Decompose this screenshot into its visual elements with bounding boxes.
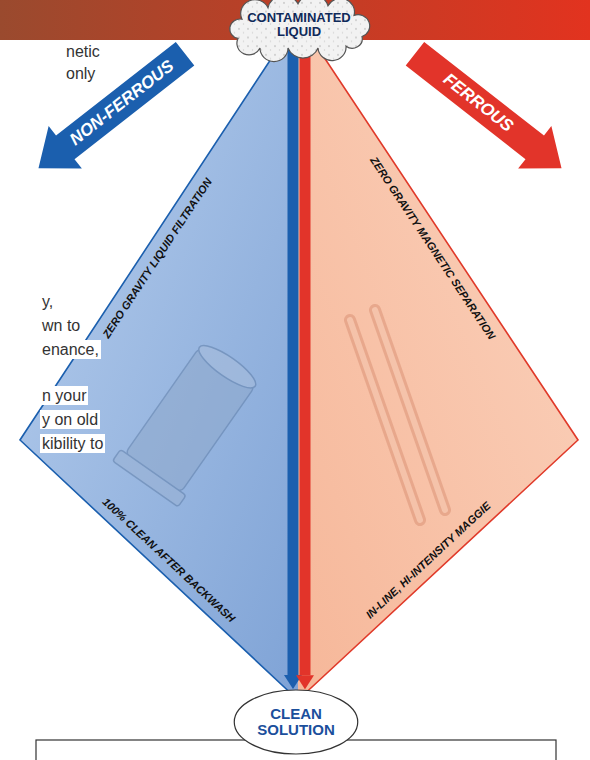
- cloud-node: CONTAMINATED LIQUID: [228, 0, 370, 50]
- body-text-fragment: n your: [40, 386, 88, 405]
- flow-arrow: [288, 47, 299, 675]
- body-text-fragment: y,: [40, 292, 55, 311]
- diamond-edge-label: IN-LINE, HI-INTENSITY MAGGIE: [363, 499, 492, 620]
- diamond-right-outline: [298, 18, 578, 700]
- body-text-fragment: kibility to: [40, 434, 105, 453]
- body-text-fragment: netic: [64, 42, 102, 61]
- diamond-edge-label: 100% CLEAN AFTER BACKWASH: [100, 496, 237, 625]
- body-text-fragment: only: [64, 64, 97, 83]
- diamond-left-half: [20, 18, 298, 700]
- diamond-edge-label: ZERO GRAVITY MAGNETIC SEPARATION: [368, 154, 498, 341]
- node-label: CLEAN SOLUTION: [250, 706, 342, 739]
- diamond-edge-label: ZERO GRAVITY LIQUID FILTRATION: [100, 176, 214, 340]
- node-label: CONTAMINATED LIQUID: [245, 11, 353, 40]
- filter-illustration: [112, 336, 265, 507]
- diamond-right-half: [298, 18, 578, 700]
- diamond-left-outline: [20, 18, 298, 700]
- body-text-fragment: enance,: [40, 340, 101, 359]
- non-ferrous-arrow: [22, 32, 202, 189]
- body-text-fragment: wn to: [40, 316, 82, 335]
- magnet-tubes-illustration: [350, 310, 445, 520]
- terminal-ellipse: CLEAN SOLUTION: [233, 689, 359, 755]
- ferrous-arrow: [398, 32, 578, 189]
- flow-arrow: [300, 47, 311, 675]
- arrow-label: FERROUS: [439, 70, 517, 137]
- body-text-fragment: y on old: [40, 410, 100, 429]
